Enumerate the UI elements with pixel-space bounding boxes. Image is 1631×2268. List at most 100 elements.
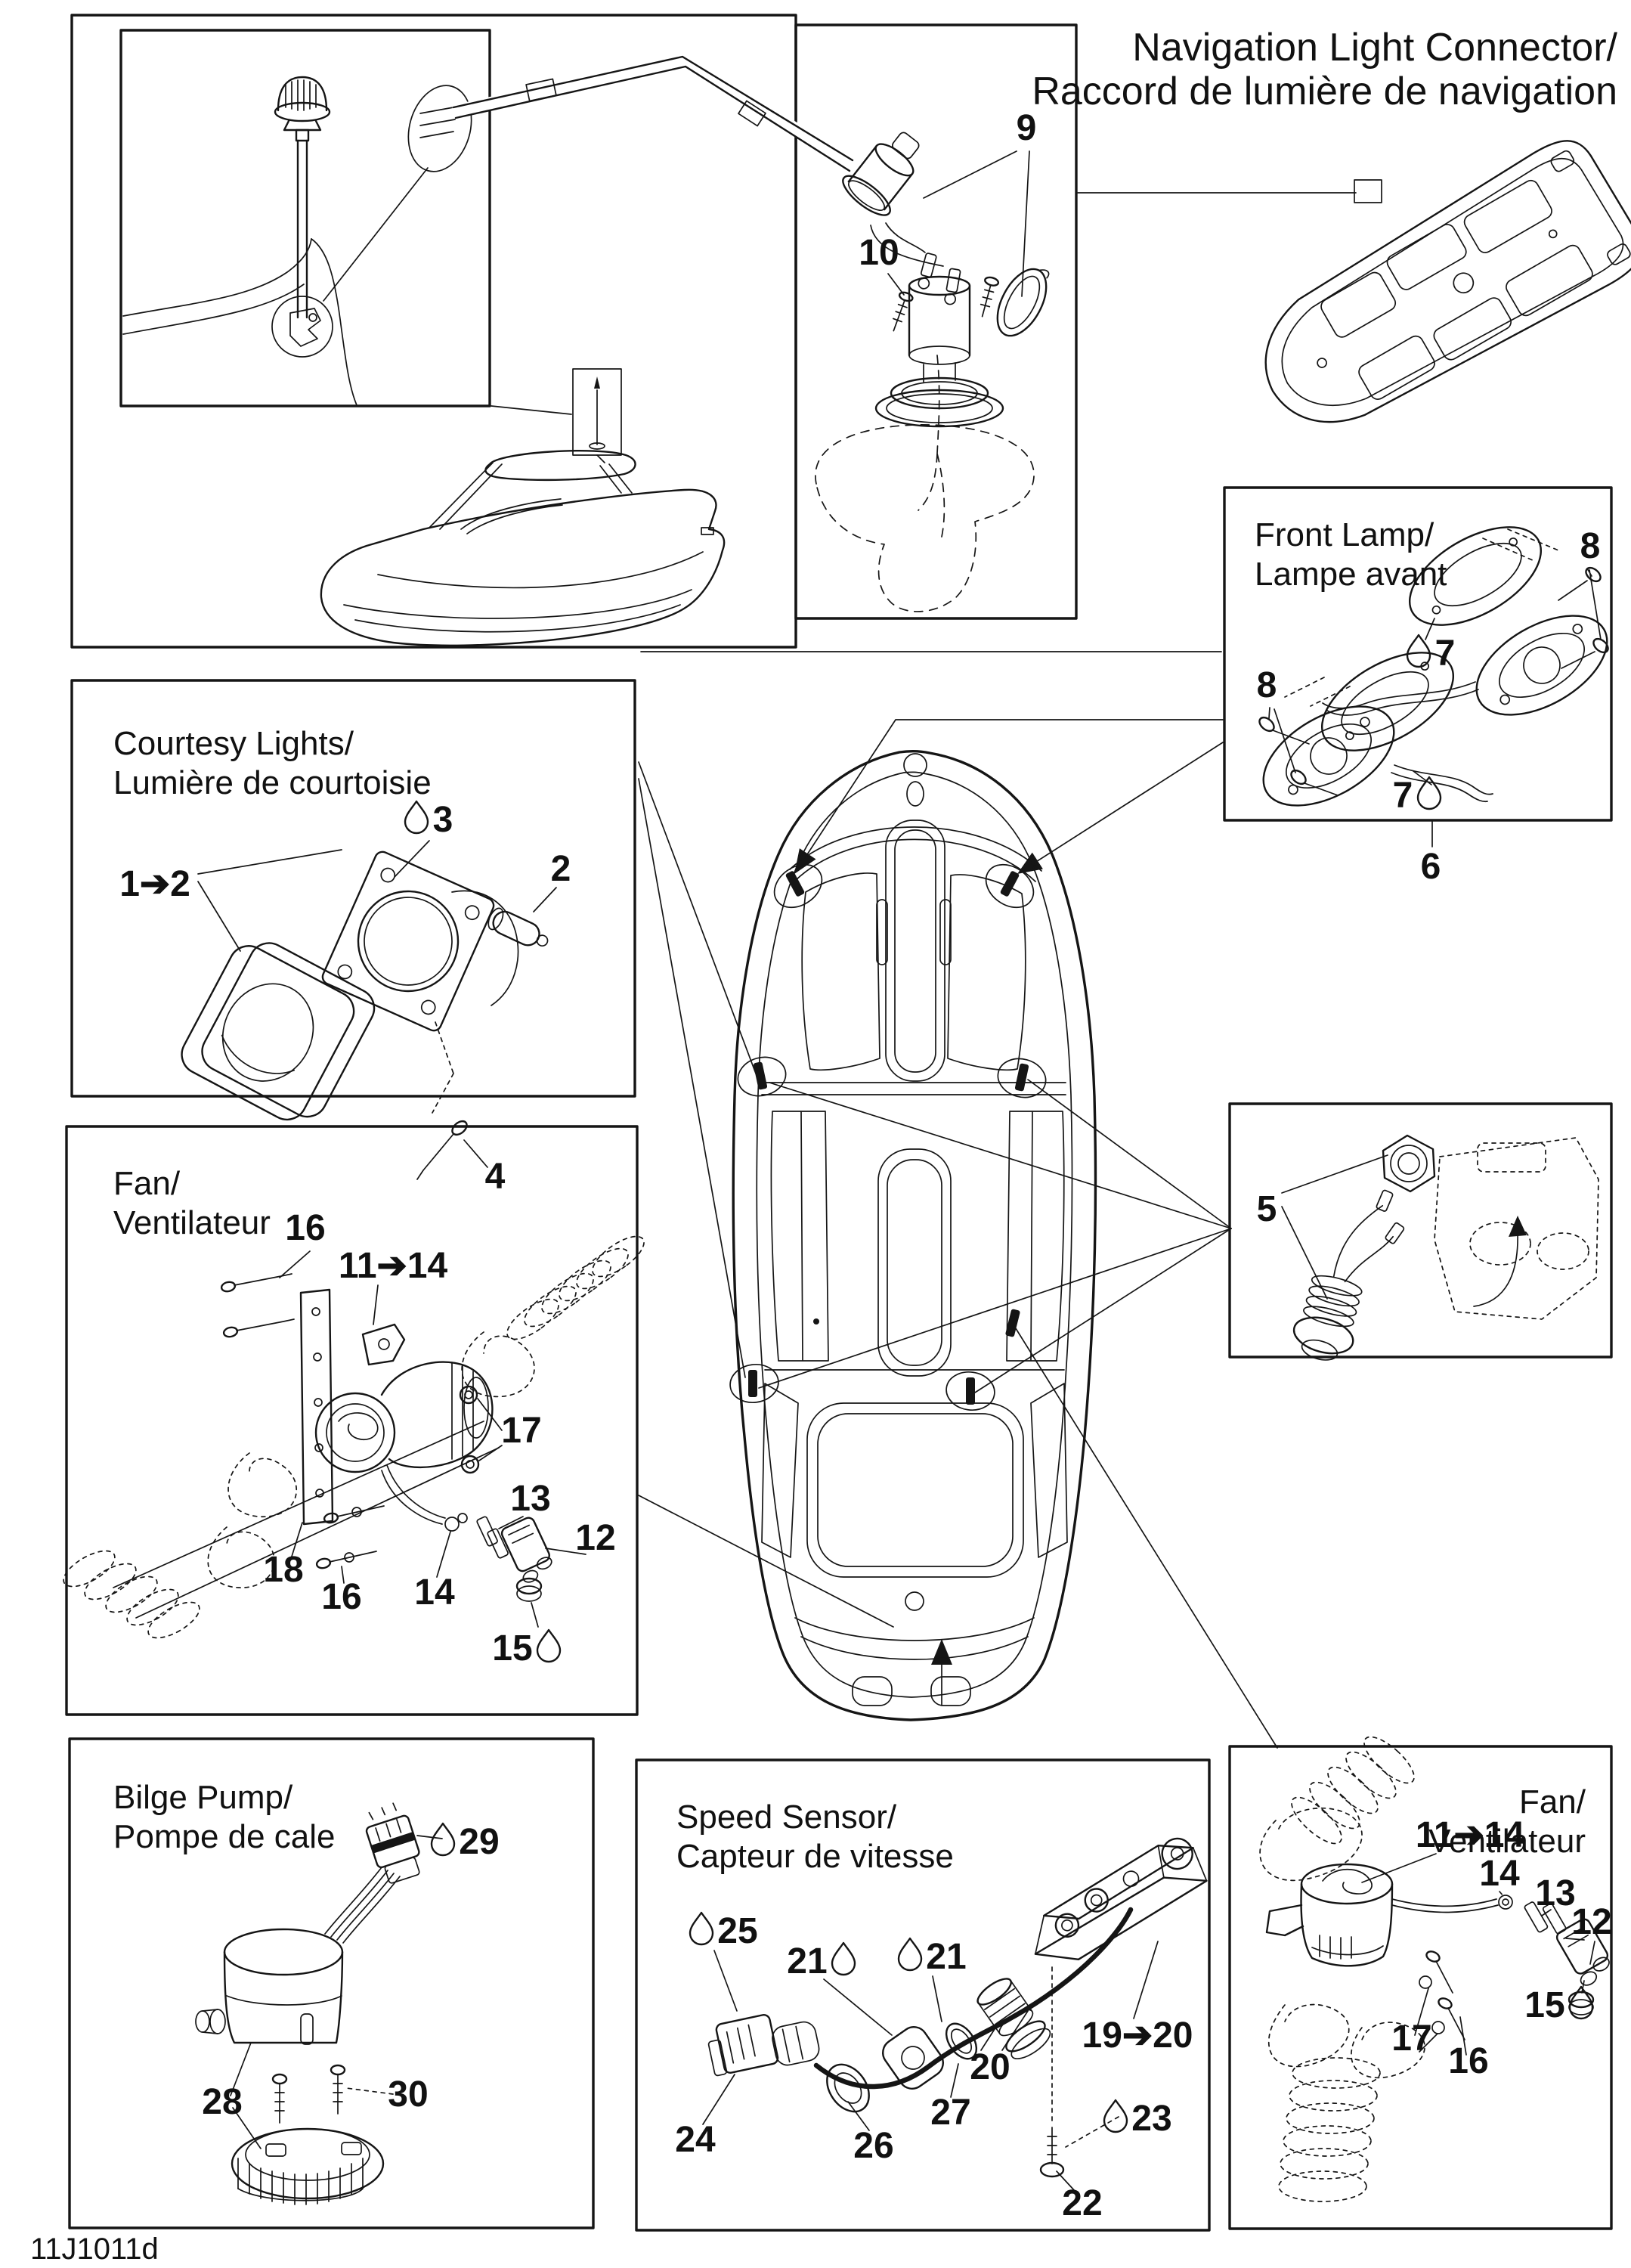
sketch-fan-right [1259,1736,1610,2202]
sketch-navigation-light-location [122,54,856,646]
callout-9-leaders [923,150,1030,297]
fan-motor-right [1265,1863,1394,1967]
callout-4: 4 [485,1157,506,1197]
threaded-barrel-20 [976,1978,1051,2059]
box-navigation-detail-inner [119,29,491,407]
callout-29: 29 [459,1822,499,1862]
nuts-17-left [459,1385,480,1474]
lubricant-drop-icon [536,1628,562,1663]
deck-light-location-marks [729,863,1047,1411]
lubricant-drop-icon [1568,1985,1594,2020]
screws-16-bottom [315,1505,385,1569]
arrowhead-icon [1017,852,1043,874]
front-lamp-leader-port [797,719,1224,870]
courtesy-housing [451,890,519,1006]
callout-14-leader [436,1531,451,1578]
box-navigation-location [70,14,797,649]
callout-20-leaders [980,2010,1029,2051]
courtesy-gasket-plate [321,850,495,1032]
bilge-wires [324,1867,401,1944]
screw-10 [892,291,914,332]
box-item5 [1228,1102,1613,1359]
callout-17-left: 17 [501,1411,541,1451]
callout-28-leaders [230,2042,262,2149]
callout-16-bottom: 16 [321,1577,361,1617]
screw-10b [980,276,1000,318]
courtesy-title-en: Courtesy Lights/ [113,725,354,762]
front-lamp-upper [1475,615,1608,716]
courtesy-socket-5 [1292,1189,1405,1361]
callout-17-leaders [477,1398,503,1461]
screws-16-top [220,1273,295,1338]
callout-24-leader [702,2074,735,2125]
callout-15-right: 15 [1524,1985,1564,2025]
fan-right-title-en: Fan/ [1519,1783,1586,1820]
lubricant-drop-icon [897,1937,923,1972]
callout-12r-leaders [1565,1938,1595,1965]
callout-17-right: 17 [1391,2019,1431,2059]
arrowhead-icon [931,1639,952,1665]
callout-10-leader [887,273,905,296]
callout-24: 24 [675,2120,716,2160]
callout-10: 10 [859,233,899,273]
lubricant-drop-icon [689,1911,714,1946]
front-lamp-gasket-upper [1408,526,1543,626]
lubricant-drop-icon [1416,776,1442,810]
callout-5-leaders [1281,1154,1388,1300]
dashed-console [1434,1137,1599,1320]
mast-light-thumbnail [572,368,622,463]
wire-end-callout [323,85,472,302]
sketch-fan-left [63,1235,645,1639]
speed-title-en: Speed Sensor/ [676,1799,897,1836]
bilge-title-en: Bilge Pump/ [113,1779,293,1816]
callout-21right-leader [932,1975,942,2022]
courtesy-leader-1 [638,761,757,1074]
box-speed-sensor [635,1758,1211,2232]
front-lamp-lower [1262,705,1395,807]
navigation-light-cable [452,54,856,172]
fan-right-connector-12 [1555,1918,1610,1986]
nut-26 [826,2063,870,2113]
callout-7-upper: 7 [1435,634,1456,674]
bilge-connector [365,1802,420,1884]
titles: Navigation Light Connector/ Raccord de l… [30,26,1618,2266]
fan-left-title-en: Fan/ [113,1165,181,1202]
callout-14-left: 14 [414,1572,455,1613]
callout-12-left: 12 [575,1518,615,1558]
front-lamp-title-en: Front Lamp/ [1255,516,1434,553]
boat-top-view [729,749,1097,1721]
sketch-front-lamp [1258,526,1609,847]
callout-29-leader [416,1835,443,1839]
page-title-fr: Raccord de lumière de navigation [1032,70,1617,113]
item5-leader-a [769,1082,1232,1229]
callout-11-14r-leader [1361,1853,1437,1883]
fan-motor-left [314,1323,494,1473]
callout-16-top: 16 [285,1208,325,1248]
callout-1-2-leaders [197,849,342,952]
callout-25-leader [713,1950,738,2012]
item5-leader-c [758,1228,1232,1389]
front-lamp-leader-starboard [1021,742,1224,872]
callout-11-14-right: 11➔14 [1416,1815,1525,1855]
lubricant-drop-icon [1103,2099,1128,2133]
bulb-socket [908,275,971,383]
courtesy-leader-2 [638,778,746,1378]
lubricant-drop-icon [831,1941,856,1976]
speed-title-fr: Capteur de vitesse [676,1838,954,1875]
sensor-bracket-19-20 [1034,1837,1208,1961]
washer-27 [945,2022,978,2060]
box-bilge-pump [68,1737,595,2229]
callout-11-14-left: 11➔14 [339,1246,448,1286]
navigation-pole-light [271,76,333,358]
callout-14r-leader [1499,1891,1506,1898]
fan-left-harness [381,1464,552,1628]
courtesy-lens [181,942,376,1121]
sketch-speed-sensor [702,1837,1208,2192]
bilge-pump-body [195,1928,344,2045]
vent-hose-bottom [1267,2003,1425,2202]
nav-connector-deck-target [1354,179,1382,203]
callout-27: 27 [930,2093,970,2133]
callout-13-leader [498,1516,524,1529]
